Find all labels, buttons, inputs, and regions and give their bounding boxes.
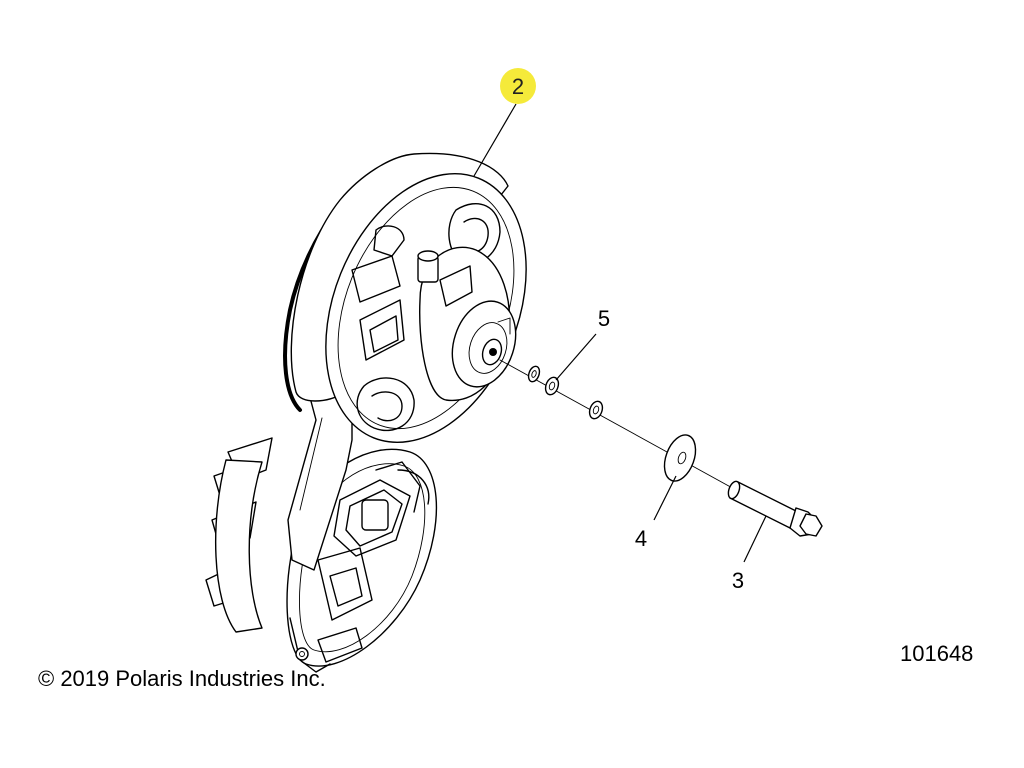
large-washer-item-4 [663, 434, 697, 482]
callout-item-5: 5 [598, 306, 610, 331]
leader-lines [473, 103, 767, 563]
drawing-number: 101648 [900, 641, 974, 666]
washer-item-5 [544, 376, 560, 396]
washer-1 [527, 365, 541, 383]
leader-item-4 [653, 475, 677, 521]
hardware-stack [499, 359, 823, 537]
washer-3 [588, 400, 604, 420]
leader-item-2 [473, 103, 517, 177]
bolt-item-3 [727, 480, 823, 537]
leader-item-5 [555, 333, 597, 381]
callout-item-4: 4 [635, 526, 647, 551]
leader-item-3 [743, 515, 767, 563]
copyright-notice: © 2019 Polaris Industries Inc. [38, 666, 326, 691]
driven-clutch-item-2 [283, 152, 527, 444]
callout-item-3: 3 [732, 568, 744, 593]
callout-highlight [500, 68, 536, 104]
callout-label: 2 [512, 74, 524, 99]
callout-item-2: 2 [500, 68, 536, 104]
